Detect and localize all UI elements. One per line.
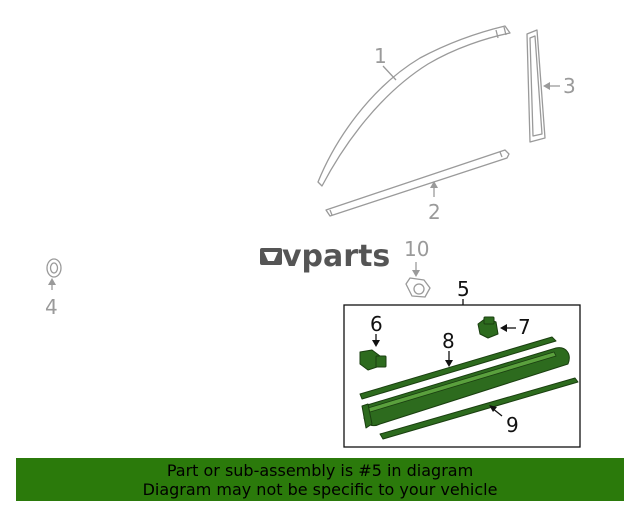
info-banner: Part or sub-assembly is #5 in diagram Di… [16,458,624,501]
assembly-5-box[interactable] [343,304,581,448]
arrowhead-3 [543,82,550,90]
arrowhead-8 [445,360,453,367]
banner-line-1: Part or sub-assembly is #5 in diagram [166,461,474,480]
part-7-clip[interactable] [477,316,499,339]
arrowhead-10 [412,270,420,277]
part-9-lower-strip[interactable] [379,377,579,440]
banner-line-2: Diagram may not be specific to your vehi… [142,480,498,499]
callout-4[interactable]: 4 [45,295,58,319]
part-8-molding-strip[interactable] [359,336,557,400]
callout-7[interactable]: 7 [518,315,531,339]
arrowhead-2 [430,181,438,188]
callout-10[interactable]: 10 [404,237,429,261]
part-1-upper-frame-molding[interactable] [317,25,511,187]
callout-9[interactable]: 9 [506,413,519,437]
callout-3[interactable]: 3 [563,74,576,98]
part-6-clip[interactable] [359,349,387,371]
callout-6[interactable]: 6 [370,312,383,336]
part-5-main-door-molding[interactable] [361,347,570,429]
leader-1 [382,65,397,81]
callout-1[interactable]: 1 [374,44,387,68]
callout-5[interactable]: 5 [457,277,470,301]
arrowhead-6 [372,340,380,347]
part-10-clip[interactable] [405,277,431,298]
arrowhead-4 [48,278,56,285]
part-2-belt-molding[interactable] [325,149,510,217]
part-4-grommet[interactable] [46,258,62,278]
arrowhead-9 [489,405,497,412]
logo-text: vparts [282,239,390,274]
callout-2[interactable]: 2 [428,200,441,224]
arrowhead-7 [500,324,507,332]
evparts-logo: vparts [260,239,390,274]
part-3-pillar-garnish[interactable] [526,29,546,143]
callout-8[interactable]: 8 [442,329,455,353]
